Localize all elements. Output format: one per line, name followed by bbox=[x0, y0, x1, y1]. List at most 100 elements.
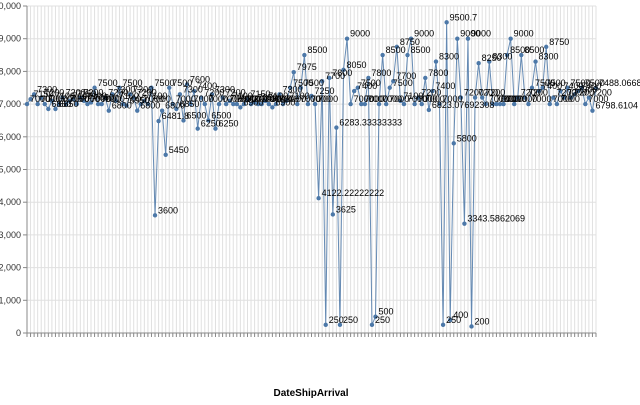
data-label: 6900 bbox=[275, 97, 295, 107]
data-point bbox=[49, 98, 55, 104]
data-point bbox=[191, 88, 197, 94]
data-label: 7000 bbox=[41, 94, 61, 104]
data-label: 6850 bbox=[179, 99, 199, 109]
data-label: 7500 bbox=[304, 78, 324, 88]
data-label: 7200 bbox=[485, 88, 505, 98]
data-label: 7200 bbox=[137, 88, 157, 98]
data-point bbox=[149, 85, 154, 90]
data-point bbox=[124, 103, 129, 108]
y-tick-label: 9,000 bbox=[0, 34, 21, 44]
data-point bbox=[28, 96, 33, 102]
data-point bbox=[540, 85, 545, 90]
data-label: 7000 bbox=[382, 94, 402, 104]
y-tick-label: 1,000 bbox=[0, 295, 21, 305]
data-label: 7400 bbox=[435, 81, 455, 91]
data-point bbox=[135, 108, 140, 113]
data-point bbox=[287, 85, 293, 90]
data-label: 7000 bbox=[222, 94, 242, 104]
data-label: 7500 bbox=[154, 78, 174, 88]
y-tick-label: 10,000 bbox=[0, 1, 21, 11]
data-point bbox=[462, 221, 467, 226]
data-label: 7000 bbox=[240, 94, 260, 104]
data-point bbox=[159, 108, 165, 113]
data-point bbox=[426, 107, 432, 113]
data-point bbox=[451, 141, 456, 146]
data-label: 7000 bbox=[126, 94, 146, 104]
data-label: 7000 bbox=[30, 94, 50, 104]
data-label: 6798.6104 bbox=[595, 101, 638, 111]
data-point bbox=[508, 36, 513, 41]
data-point bbox=[152, 213, 158, 218]
data-label: 9000 bbox=[471, 29, 491, 39]
data-label: 7000 bbox=[425, 94, 445, 104]
data-label: 7100 bbox=[403, 91, 423, 101]
data-point bbox=[490, 101, 496, 107]
data-point bbox=[472, 95, 478, 100]
data-label: 7000 bbox=[368, 94, 388, 104]
y-tick-label: 5,000 bbox=[0, 165, 21, 175]
data-point bbox=[24, 101, 30, 107]
data-point bbox=[56, 101, 62, 107]
data-point bbox=[440, 322, 446, 328]
data-point bbox=[430, 88, 435, 94]
data-point bbox=[85, 101, 90, 107]
data-label: 7100 bbox=[119, 91, 139, 101]
data-label: 7000 bbox=[389, 94, 409, 104]
data-label: 7500 bbox=[98, 78, 118, 88]
data-point bbox=[408, 36, 414, 41]
data-point bbox=[423, 75, 428, 81]
data-label: 6950 bbox=[130, 96, 150, 106]
data-point bbox=[280, 101, 286, 107]
data-point bbox=[63, 101, 69, 107]
data-point bbox=[334, 125, 339, 130]
data-label: 7400 bbox=[563, 81, 583, 91]
data-point bbox=[145, 101, 151, 107]
data-point bbox=[234, 101, 240, 107]
data-point bbox=[81, 98, 87, 104]
data-label: 5450 bbox=[169, 145, 189, 155]
data-point bbox=[419, 101, 424, 107]
data-point bbox=[195, 126, 200, 131]
data-point bbox=[348, 101, 353, 107]
data-label: 7500 bbox=[571, 78, 591, 88]
data-point bbox=[344, 36, 350, 41]
data-point bbox=[53, 106, 58, 112]
data-label: 7000 bbox=[261, 94, 281, 104]
data-label: 3625 bbox=[336, 204, 356, 214]
data-point bbox=[544, 44, 549, 50]
data-label: 7200 bbox=[592, 88, 612, 98]
data-point bbox=[263, 98, 268, 104]
data-label: 8300 bbox=[439, 52, 459, 62]
data-label: 7000 bbox=[254, 94, 274, 104]
data-label: 6823.07692308 bbox=[432, 100, 495, 110]
data-label: 7200 bbox=[464, 88, 484, 98]
data-point bbox=[568, 95, 574, 100]
axes: 01,0002,0003,0004,0005,0006,0007,0008,00… bbox=[0, 1, 597, 338]
data-label: 400 bbox=[453, 310, 468, 320]
data-label: 7000 bbox=[496, 94, 516, 104]
data-point bbox=[394, 44, 400, 50]
data-label: 7000 bbox=[80, 94, 100, 104]
data-label: 7200 bbox=[83, 88, 103, 98]
data-label: 8050 bbox=[347, 60, 367, 70]
data-label: 9000 bbox=[460, 29, 480, 39]
data-point bbox=[120, 101, 126, 107]
data-point bbox=[469, 324, 474, 329]
data-label: 7000 bbox=[418, 94, 438, 104]
data-point bbox=[238, 105, 243, 110]
data-point bbox=[483, 101, 488, 107]
data-label: 7000 bbox=[69, 94, 89, 104]
data-label: 7500 bbox=[293, 78, 313, 88]
data-point bbox=[177, 92, 183, 97]
data-label: 7488.0668 bbox=[599, 78, 640, 88]
y-tick-label: 7,000 bbox=[0, 99, 21, 109]
data-point bbox=[415, 95, 421, 100]
data-label: 8500 bbox=[386, 45, 406, 55]
data-label: 7000 bbox=[105, 94, 125, 104]
data-point bbox=[213, 126, 218, 131]
data-point bbox=[565, 85, 570, 90]
data-label: 7100 bbox=[290, 91, 310, 101]
data-label: 7200 bbox=[204, 88, 224, 98]
data-point bbox=[572, 92, 577, 97]
data-point bbox=[533, 59, 538, 64]
